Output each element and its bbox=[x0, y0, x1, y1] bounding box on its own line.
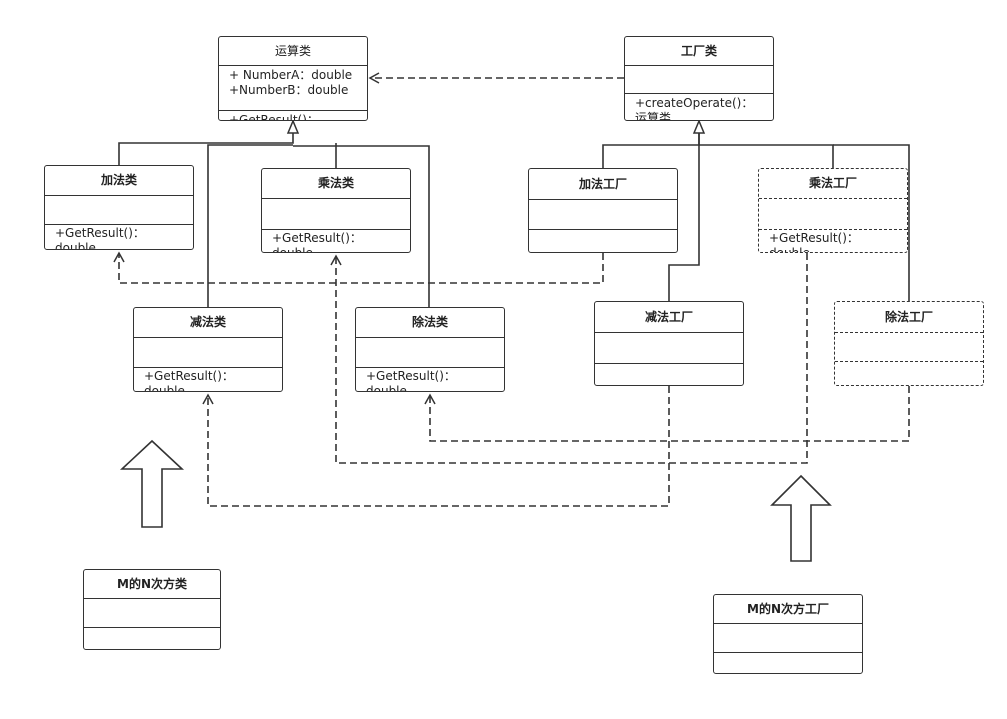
inherit-line-add bbox=[118, 132, 294, 165]
attribute-number-b: +NumberB：double bbox=[229, 83, 349, 97]
class-name: 除法工厂 bbox=[884, 310, 933, 324]
class-add-factory[interactable]: 加法工厂 bbox=[528, 168, 678, 253]
class-sub-factory[interactable]: 减法工厂 bbox=[594, 301, 744, 386]
class-factory[interactable]: 工厂类 +createOperate()： 运算类 bbox=[624, 36, 774, 121]
class-name: 减法类 bbox=[189, 315, 226, 329]
methods-section bbox=[714, 652, 862, 673]
attribute-number-a: + NumberA：double bbox=[229, 68, 353, 82]
extension-arrow-right bbox=[770, 474, 832, 562]
attributes-section bbox=[134, 337, 282, 367]
attributes-section bbox=[529, 199, 677, 229]
class-sub[interactable]: 减法类 +GetResult()： double bbox=[133, 307, 283, 392]
dependency-add-factory bbox=[113, 251, 604, 284]
inherit-triangle-factory bbox=[692, 119, 706, 134]
methods-section: +GetResult()： double bbox=[262, 229, 410, 253]
class-name: M的N次方工厂 bbox=[747, 602, 829, 616]
attributes-section bbox=[262, 198, 410, 229]
class-mul-factory[interactable]: 乘法工厂 +GetResult()： double bbox=[758, 168, 908, 253]
method-return-type: double bbox=[366, 384, 407, 392]
method-get-result: +GetResult()： bbox=[272, 231, 362, 245]
methods-section: +GetResult()： double bbox=[45, 224, 193, 250]
inherit-line-div bbox=[293, 145, 430, 308]
method-return-type: 运算类 bbox=[635, 111, 672, 121]
class-pow-factory[interactable]: M的N次方工厂 bbox=[713, 594, 863, 674]
method-create-operate: +createOperate()： bbox=[635, 96, 754, 110]
class-mul[interactable]: 乘法类 +GetResult()： double bbox=[261, 168, 411, 253]
inherit-line-sub-factory bbox=[668, 132, 700, 301]
class-name: 减法工厂 bbox=[644, 310, 693, 324]
class-div[interactable]: 除法类 +GetResult()： double bbox=[355, 307, 505, 392]
inherit-line-add-factory bbox=[602, 132, 700, 168]
attributes-section bbox=[835, 332, 983, 361]
class-name: 乘法类 bbox=[317, 176, 354, 190]
method-return-type: double bbox=[272, 246, 313, 253]
class-name: 运算类 bbox=[274, 44, 311, 58]
inherit-line-sub bbox=[207, 144, 293, 308]
class-operation[interactable]: 运算类 + NumberA：double +NumberB：double +Ge… bbox=[218, 36, 368, 121]
attributes-section bbox=[625, 65, 773, 93]
inherit-line-div-factory bbox=[833, 144, 910, 301]
method-return-type: double bbox=[144, 384, 185, 392]
methods-section: +createOperate()： 运算类 bbox=[625, 93, 773, 121]
attributes-section bbox=[84, 598, 220, 627]
method-get-result: +GetResult()： bbox=[769, 231, 859, 245]
class-div-factory[interactable]: 除法工厂 bbox=[834, 301, 984, 386]
method-get-result: +GetResult()： bbox=[229, 113, 319, 121]
methods-section: +GetResult()： double bbox=[356, 367, 504, 392]
method-return-type: double bbox=[55, 241, 96, 250]
attributes-section: + NumberA：double +NumberB：double bbox=[219, 65, 367, 110]
methods-section bbox=[529, 229, 677, 252]
dependency-mul-factory bbox=[330, 253, 808, 464]
attributes-section bbox=[356, 337, 504, 367]
methods-section bbox=[595, 363, 743, 385]
class-name: 除法类 bbox=[411, 315, 448, 329]
inherit-line-mul-factory bbox=[699, 144, 834, 168]
class-name: 加法类 bbox=[100, 173, 137, 187]
class-add[interactable]: 加法类 +GetResult()： double bbox=[44, 165, 194, 250]
method-get-result: +GetResult()： bbox=[366, 369, 456, 383]
class-pow[interactable]: M的N次方类 bbox=[83, 569, 221, 650]
dependency-sub-factory bbox=[202, 386, 670, 507]
dependency-div-factory bbox=[424, 386, 910, 442]
method-get-result: +GetResult()： bbox=[55, 226, 145, 240]
methods-section: +GetResult()： double bbox=[759, 229, 907, 253]
methods-section: +GetResult()： double bbox=[134, 367, 282, 392]
methods-section: +GetResult()： double bbox=[219, 110, 367, 121]
inherit-triangle-operation bbox=[286, 119, 300, 134]
attributes-section bbox=[714, 623, 862, 652]
class-name: M的N次方类 bbox=[117, 577, 187, 591]
attributes-section bbox=[45, 195, 193, 224]
attributes-section bbox=[759, 198, 907, 229]
class-name: 加法工厂 bbox=[578, 177, 627, 191]
attributes-section bbox=[595, 332, 743, 363]
class-name: 工厂类 bbox=[680, 44, 717, 58]
method-get-result: +GetResult()： bbox=[144, 369, 234, 383]
method-return-type: double bbox=[769, 246, 810, 253]
methods-section bbox=[835, 361, 983, 385]
class-name: 乘法工厂 bbox=[808, 176, 857, 190]
extension-arrow-left bbox=[119, 439, 185, 528]
methods-section bbox=[84, 627, 220, 649]
